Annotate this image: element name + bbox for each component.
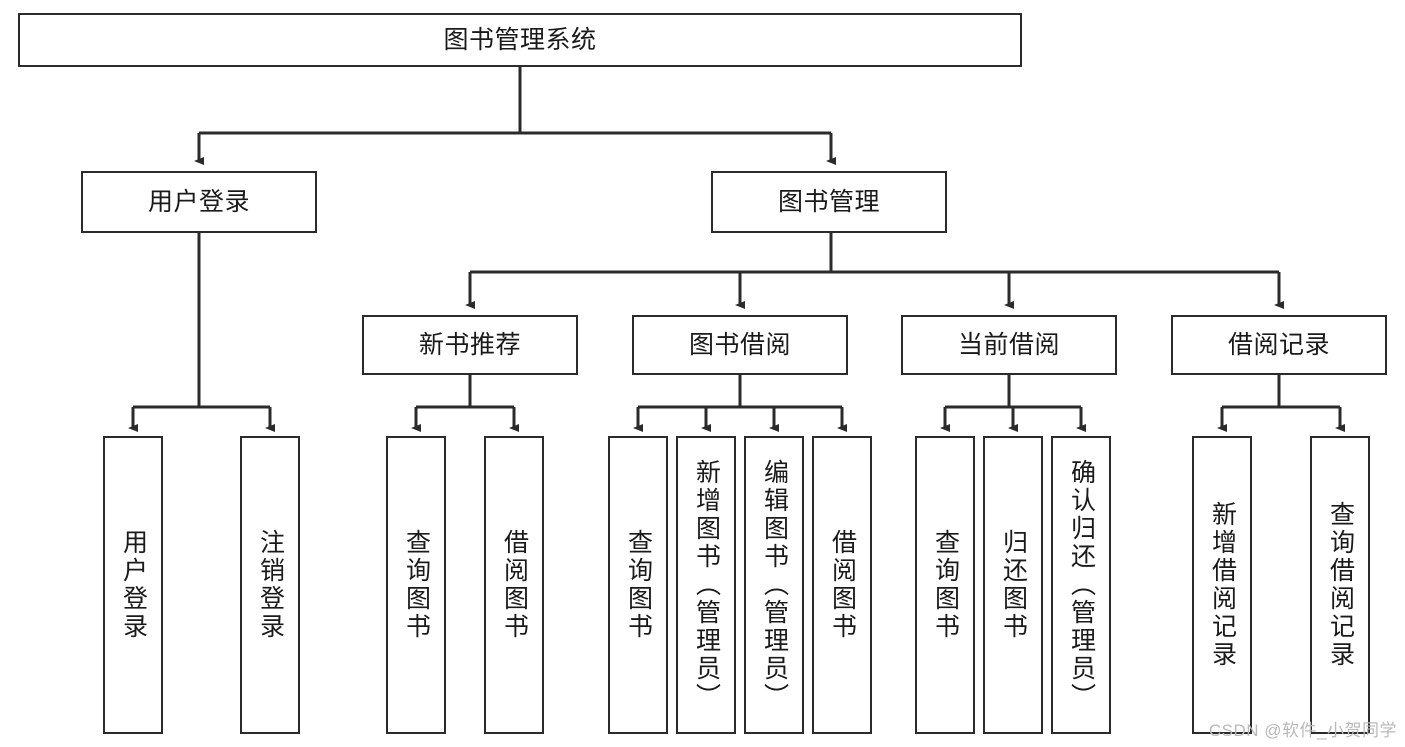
node-current-borrow-label: 当前借阅	[957, 331, 1060, 359]
node-book-manage[interactable]: 图书管理	[711, 171, 947, 233]
node-book-manage-label: 图书管理	[777, 188, 880, 216]
node-leaf-return-book-label: 归还图书	[999, 529, 1028, 641]
csdn-watermark: CSDN @软件_小贺同学	[1208, 721, 1397, 740]
node-user-login[interactable]: 用户登录	[81, 171, 317, 233]
node-leaf-query-book-2[interactable]: 查询图书	[608, 436, 668, 734]
node-book-borrow[interactable]: 图书借阅	[632, 315, 848, 375]
node-leaf-borrow-book-1-label: 借阅图书	[500, 529, 529, 641]
node-leaf-add-book[interactable]: 新增图书（管理员）	[676, 436, 736, 734]
node-book-borrow-label: 图书借阅	[688, 331, 791, 359]
node-leaf-borrow-book-2[interactable]: 借阅图书	[812, 436, 872, 734]
node-leaf-return-book[interactable]: 归还图书	[983, 436, 1043, 734]
node-leaf-add-record-label: 新增借阅记录	[1208, 501, 1237, 669]
node-leaf-user-login-label: 用户登录	[119, 529, 148, 641]
node-leaf-confirm-return[interactable]: 确认归还（管理员）	[1051, 436, 1111, 734]
node-user-login-label: 用户登录	[147, 188, 250, 216]
node-leaf-query-book-1-label: 查询图书	[402, 529, 431, 641]
node-leaf-query-book-3[interactable]: 查询图书	[915, 436, 975, 734]
node-current-borrow[interactable]: 当前借阅	[901, 315, 1117, 375]
node-leaf-query-book-2-label: 查询图书	[624, 529, 653, 641]
node-leaf-borrow-book-2-label: 借阅图书	[828, 529, 857, 641]
node-leaf-query-book-3-label: 查询图书	[931, 529, 960, 641]
node-leaf-user-logout-label: 注销登录	[256, 529, 285, 641]
node-leaf-query-record-label: 查询借阅记录	[1326, 501, 1355, 669]
node-leaf-query-record[interactable]: 查询借阅记录	[1310, 436, 1370, 734]
node-leaf-edit-book[interactable]: 编辑图书（管理员）	[744, 436, 804, 734]
node-borrow-record[interactable]: 借阅记录	[1171, 315, 1387, 375]
node-borrow-record-label: 借阅记录	[1227, 331, 1330, 359]
node-root-label: 图书管理系统	[443, 26, 597, 54]
node-leaf-query-book-1[interactable]: 查询图书	[386, 436, 446, 734]
node-leaf-edit-book-label: 编辑图书（管理员）	[760, 459, 789, 711]
node-leaf-add-book-label: 新增图书（管理员）	[692, 459, 721, 711]
node-leaf-user-logout[interactable]: 注销登录	[240, 436, 300, 734]
node-leaf-confirm-return-label: 确认归还（管理员）	[1067, 459, 1096, 711]
node-new-book-recommend[interactable]: 新书推荐	[362, 315, 578, 375]
node-leaf-add-record[interactable]: 新增借阅记录	[1192, 436, 1252, 734]
node-root[interactable]: 图书管理系统	[18, 13, 1022, 67]
node-leaf-borrow-book-1[interactable]: 借阅图书	[484, 436, 544, 734]
node-leaf-user-login[interactable]: 用户登录	[103, 436, 163, 734]
node-new-book-recommend-label: 新书推荐	[418, 331, 521, 359]
